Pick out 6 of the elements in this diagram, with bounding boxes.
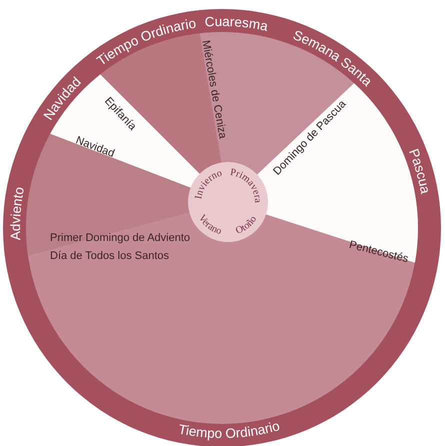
liturgical-season-label: Tiempo Ordinario <box>177 418 282 442</box>
feast-label: Primer Domingo de Adviento <box>50 232 190 244</box>
feast-label: Miércoles de Ceniza <box>199 39 229 140</box>
liturgical-season-label: Cuaresma <box>204 14 270 34</box>
feast-label: Día de Todos los Santos <box>50 250 170 262</box>
season-label: Otoño <box>234 214 260 237</box>
